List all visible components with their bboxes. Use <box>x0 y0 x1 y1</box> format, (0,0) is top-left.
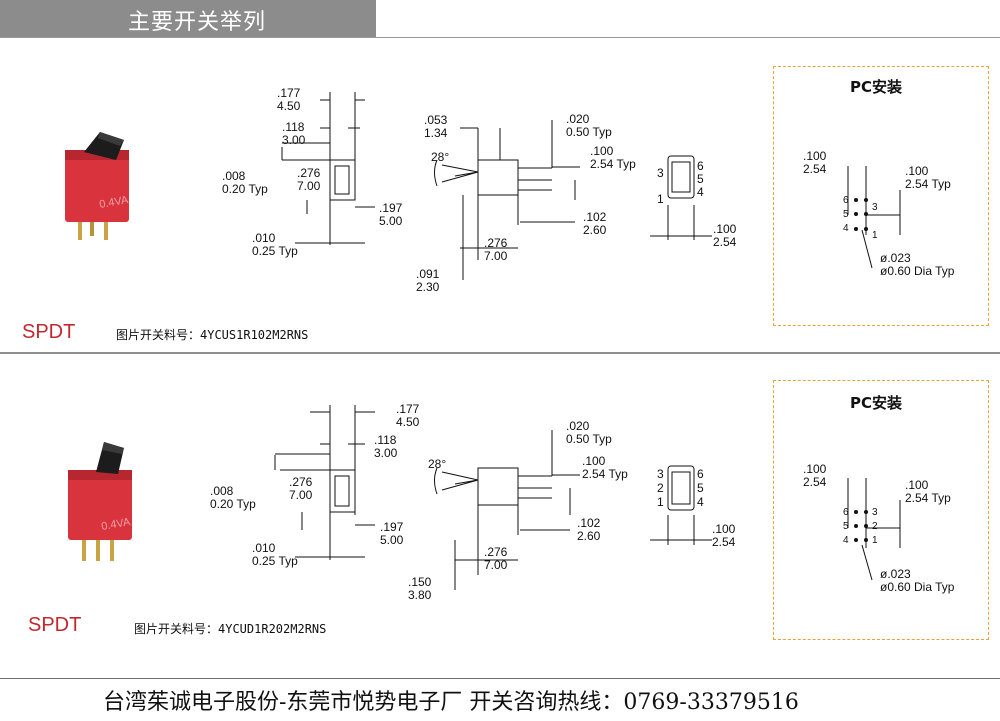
pc-pin-dots-1 <box>854 198 868 231</box>
footer-contact: 台湾茱诚电子股份-东莞市悦势电子厂 开关咨询热线：0769-33379516 <box>103 690 799 715</box>
switch-type-label-2: SPDT <box>28 614 82 636</box>
part-number-2: 图片开关料号：4YCUD1R202M2RNS <box>134 622 327 636</box>
dim2-angle: 28° <box>428 457 447 471</box>
pc-mount-box-2 <box>773 380 989 640</box>
switch-photo-1: 0.4VA <box>65 132 130 240</box>
switch-type-label-1: SPDT <box>22 321 76 343</box>
pc-mount-title-1: PC安装 <box>850 78 903 96</box>
pc-mount-box-1 <box>773 66 989 326</box>
section-divider <box>0 352 1000 354</box>
switch-photo-2: 0.4VA <box>68 442 132 561</box>
footer-rule <box>0 678 1000 679</box>
header-rule <box>0 37 1000 38</box>
pc-pin-dots-2 <box>854 510 868 542</box>
svg-text:0.4VA: 0.4VA <box>100 516 131 533</box>
page-title: 主要开关举列 <box>128 10 267 35</box>
svg-text:0.4VA: 0.4VA <box>98 194 129 211</box>
pc-mount-title-2: PC安装 <box>850 394 903 412</box>
header-bar <box>0 0 376 38</box>
part-number-1: 图片开关料号：4YCUS1R102M2RNS <box>116 328 309 342</box>
dim-angle: 28° <box>431 150 450 164</box>
